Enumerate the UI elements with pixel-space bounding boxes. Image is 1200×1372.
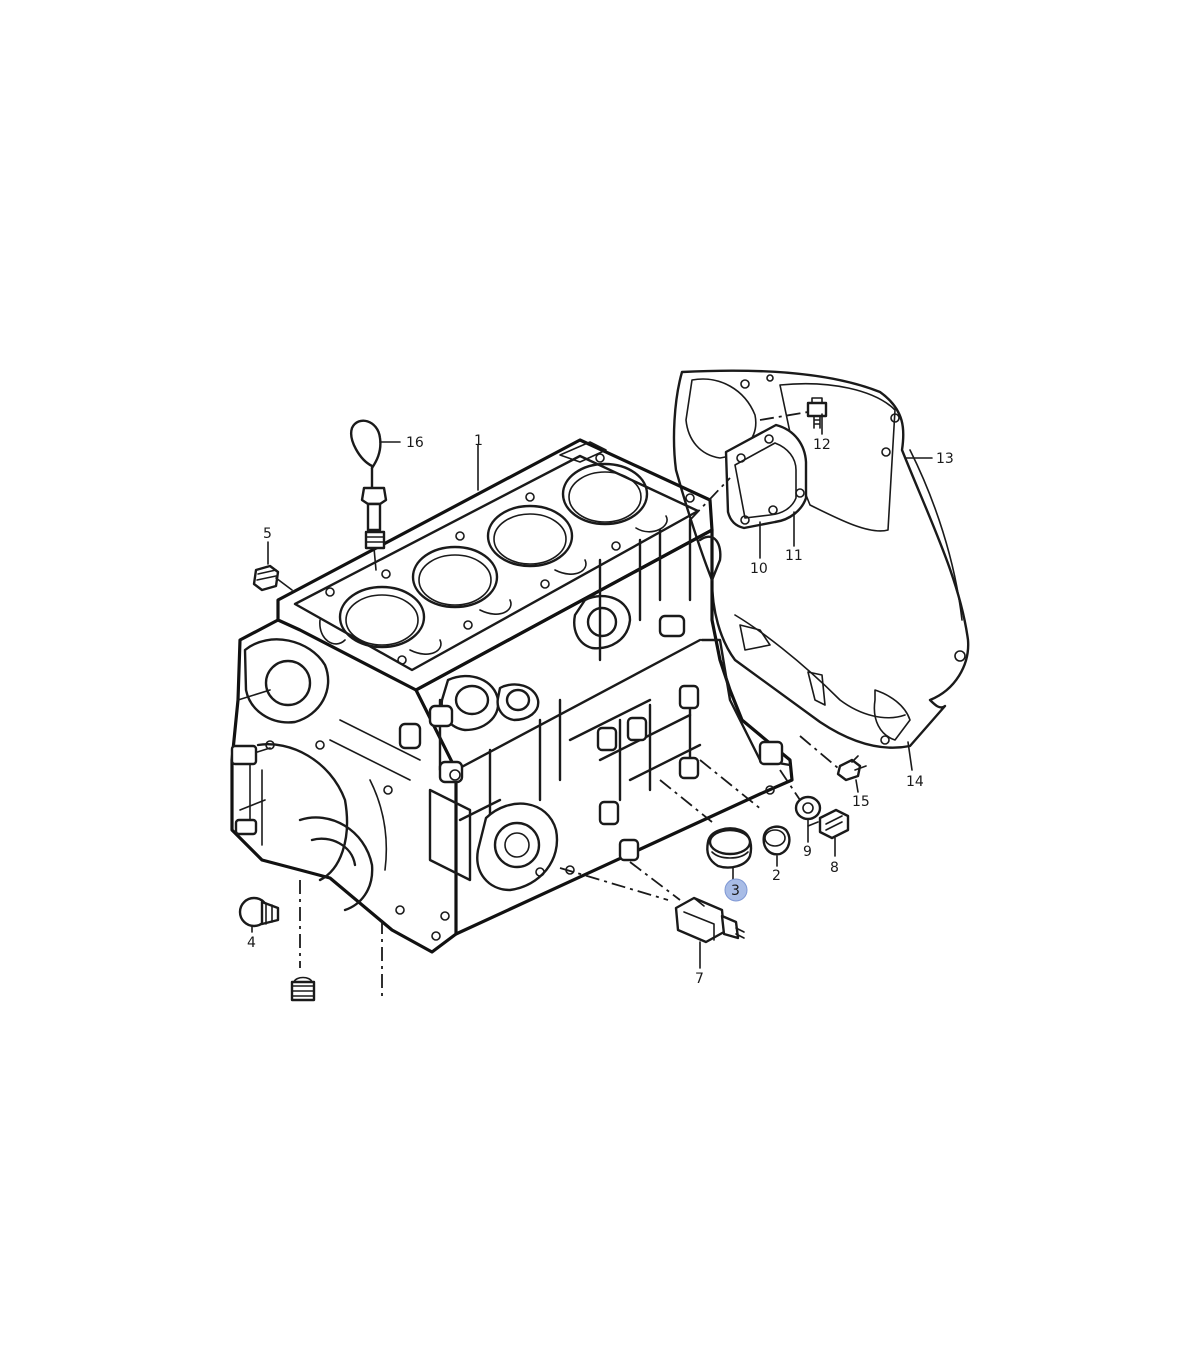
callout-2: 2 xyxy=(772,868,781,884)
engine-backing-plate xyxy=(672,369,970,749)
bolt-12 xyxy=(806,397,828,429)
callout-4: 4 xyxy=(247,935,256,951)
plug-4 xyxy=(238,896,280,928)
plug-2 xyxy=(762,825,791,856)
callout-8: 8 xyxy=(830,860,839,876)
stud xyxy=(290,976,316,1002)
alignment-lines xyxy=(299,411,839,1000)
plug-5 xyxy=(252,564,293,592)
callout-5: 5 xyxy=(263,526,272,542)
callout-9: 9 xyxy=(803,844,812,860)
callout-14: 14 xyxy=(906,774,924,790)
plug-8 xyxy=(807,808,850,840)
bolt-15 xyxy=(836,755,867,782)
callout-15: 15 xyxy=(852,794,870,810)
callout-7: 7 xyxy=(695,971,704,987)
leader-lines xyxy=(251,413,933,969)
callout-10: 10 xyxy=(750,561,768,577)
callout-labels: 16 1 5 12 13 10 11 14 15 9 8 2 3 4 7 xyxy=(247,433,954,987)
callout-11: 11 xyxy=(785,548,803,564)
cover-plate-with-gasket xyxy=(724,423,808,530)
core-plug-3 xyxy=(706,827,753,869)
callout-13: 13 xyxy=(936,451,954,467)
washer-9 xyxy=(794,795,822,821)
callout-1: 1 xyxy=(474,433,483,449)
oil-pressure-switch-7 xyxy=(674,896,745,944)
callout-3: 3 xyxy=(731,883,740,899)
dipstick xyxy=(350,419,388,571)
callout-12: 12 xyxy=(813,437,831,453)
callout-16: 16 xyxy=(406,435,424,451)
callout-3-highlight xyxy=(724,878,748,902)
cylinder-block xyxy=(230,438,794,954)
